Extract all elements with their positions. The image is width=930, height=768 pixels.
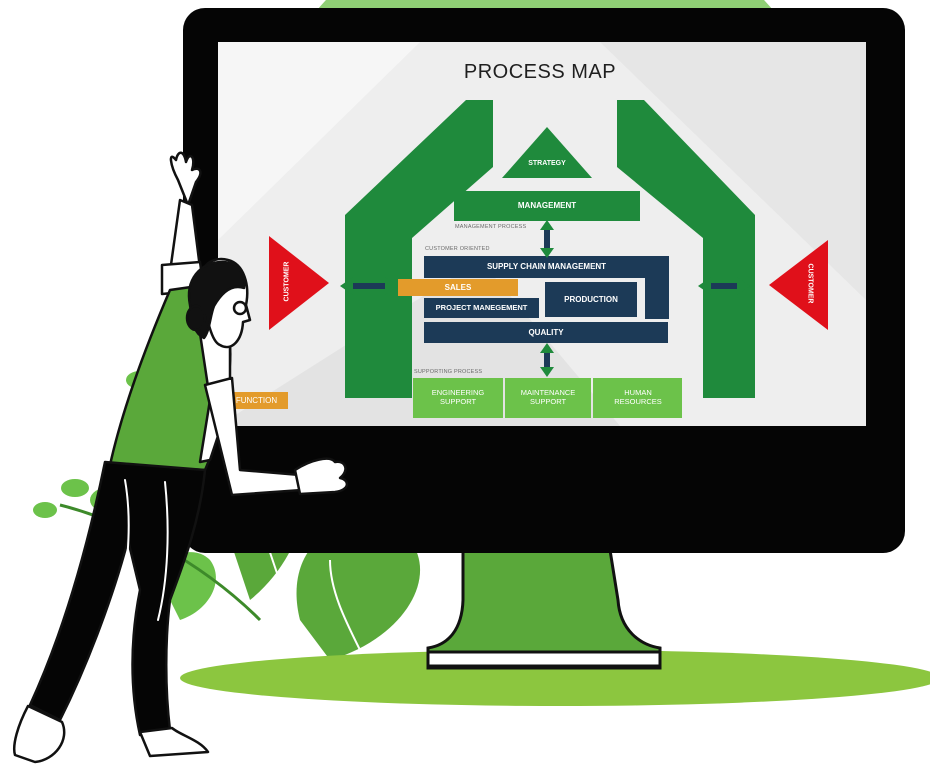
customer-right-label: CUSTOMER (806, 263, 814, 304)
strategy-triangle (502, 127, 592, 178)
ground-shadow (180, 650, 930, 706)
customer-right-triangle (769, 240, 828, 330)
left-arch (345, 100, 493, 398)
maintenance-support-label: MAINTENANCE SUPPORT (520, 388, 576, 406)
quality-label: QUALITY (528, 327, 564, 337)
production-label: PRODUCTION (564, 294, 618, 304)
project-management-block (424, 298, 539, 318)
sales-label: SALES (444, 282, 472, 292)
double-arrow-icon (340, 277, 750, 295)
supply-chain-bar (424, 256, 669, 278)
supporting-process-caption: SUPPORTING PROCESS (414, 369, 483, 375)
engineering-support-box (413, 378, 503, 418)
function-tag (225, 392, 288, 409)
management-bar (454, 191, 640, 221)
project-management-label: PROJECT MANEGEMENT (435, 302, 528, 312)
management-process-caption: MANAGEMENT PROCESS (455, 224, 527, 230)
supply-chain-label: SUPPLY CHAIN MANAGEMENT (486, 262, 607, 272)
customer-left-label: CUSTOMER (283, 261, 291, 302)
human-resources-label: HUMAN RESOURCES (614, 388, 662, 406)
customer-oriented-caption: CUSTOMER ORIENTED (425, 246, 490, 252)
human-resources-box (593, 378, 682, 418)
customer-left-triangle (269, 236, 329, 330)
right-arch (617, 100, 755, 398)
maintenance-support-box (505, 378, 591, 418)
double-arrow-icon (540, 220, 554, 377)
sales-bar (398, 279, 518, 296)
page-title: PROCESS MAP (463, 61, 617, 83)
management-label: MANAGEMENT (517, 201, 577, 211)
production-block (545, 282, 637, 317)
engineering-support-label: ENGINEERING SUPPORT (431, 388, 485, 406)
person-figure (13, 151, 349, 764)
quality-bar (424, 322, 668, 343)
monitor-base (426, 650, 662, 668)
strategy-label: STRATEGY (528, 159, 566, 167)
function-label: FUNCTION (235, 395, 278, 405)
monitor-stand (426, 548, 662, 670)
